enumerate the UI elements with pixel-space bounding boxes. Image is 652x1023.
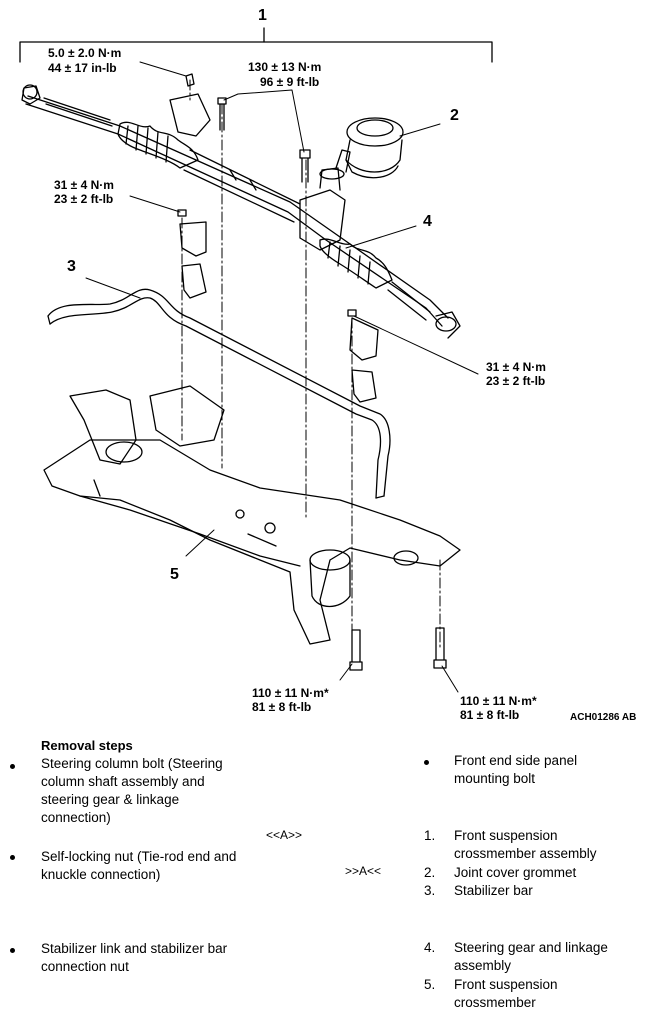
step-steering-column-bolt: Steering column bolt (Steering column sh… <box>41 756 223 825</box>
step-number: 1. <box>424 828 436 843</box>
torque-right-imperial: 23 ± 2 ft-lb <box>486 374 546 388</box>
step-stabilizer-link-nut: Stabilizer link and stabilizer bar conne… <box>41 941 228 974</box>
leader-lines <box>85 61 479 693</box>
torque-top-mid-imperial: 96 ± 9 ft-lb <box>260 75 320 89</box>
service-mark-a-removal: <<A>> <box>266 828 303 842</box>
step-front-suspension-crossmember: Front suspension crossmember <box>454 977 558 1010</box>
bullet-dot <box>10 764 15 769</box>
torque-right-metric: 31 ± 4 N·m <box>486 360 546 374</box>
joint-cover-grommet-drawing <box>345 117 404 179</box>
torque-bottom-left-metric: 110 ± 11 N·m* <box>252 686 329 700</box>
figure-code: ACH01286 AB <box>570 712 637 723</box>
callout-1: 1 <box>258 7 267 24</box>
bullet-dot <box>10 948 15 953</box>
service-mark-a-install: >>A<< <box>345 864 382 878</box>
torque-bottom-left-imperial: 81 ± 8 ft-lb <box>252 700 312 714</box>
torque-top-left-metric: 5.0 ± 2.0 N·m <box>48 46 122 60</box>
step-front-suspension-crossmember-assembly: Front suspension crossmember assembly <box>454 828 597 861</box>
step-joint-cover-grommet: Joint cover grommet <box>454 865 577 880</box>
bullet-dot <box>10 855 15 860</box>
step-number: 3. <box>424 883 436 898</box>
step-number: 4. <box>424 940 436 955</box>
alignment-lines <box>181 79 441 651</box>
torque-top-mid-metric: 130 ± 13 N·m <box>248 60 322 74</box>
crossmember-drawing <box>43 385 461 645</box>
assembly-bracket <box>19 27 493 63</box>
steering-gear-drawing <box>21 84 461 339</box>
step-number: 2. <box>424 865 436 880</box>
callout-2: 2 <box>450 107 459 124</box>
step-steering-gear-and-linkage: Steering gear and linkage assembly <box>454 940 608 973</box>
bullet-dot <box>424 760 429 765</box>
torque-left-metric: 31 ± 4 N·m <box>54 178 114 192</box>
bolts-drawing <box>177 73 447 671</box>
step-self-locking-nut: Self-locking nut (Tie-rod end and knuckl… <box>41 849 237 882</box>
callout-4: 4 <box>423 213 432 230</box>
callout-5: 5 <box>170 566 179 583</box>
torque-top-left-imperial: 44 ± 17 in-lb <box>48 61 117 75</box>
removal-steps-title: Removal steps <box>41 738 133 753</box>
torque-bottom-right-imperial: 81 ± 8 ft-lb <box>460 708 520 722</box>
step-stabilizer-bar: Stabilizer bar <box>454 883 533 898</box>
callout-3: 3 <box>67 258 76 275</box>
torque-bottom-right-metric: 110 ± 11 N·m* <box>460 694 537 708</box>
stabilizer-bar-drawing <box>47 288 391 499</box>
exploded-assembly-diagram <box>19 27 493 693</box>
torque-left-imperial: 23 ± 2 ft-lb <box>54 192 114 206</box>
step-number: 5. <box>424 977 436 992</box>
step-front-end-side-panel-bolt: Front end side panel mounting bolt <box>454 753 578 786</box>
